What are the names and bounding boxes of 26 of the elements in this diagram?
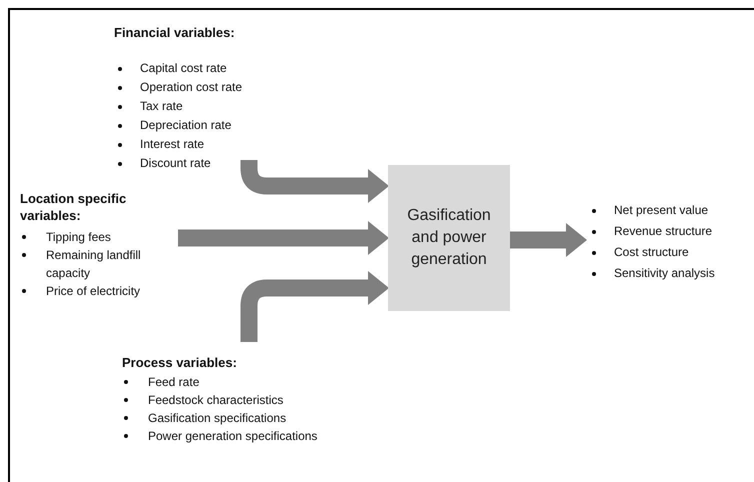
block-arrow <box>240 160 389 203</box>
block-arrow <box>240 271 389 342</box>
bullet-item: Operation cost rate <box>140 80 242 94</box>
block-arrow <box>510 223 587 257</box>
bullet-item: Feed rate <box>148 375 200 389</box>
bullet-item: Interest rate <box>140 137 204 151</box>
bullet-item: Tipping fees <box>46 230 111 244</box>
section-heading: Location specific variables: <box>20 190 128 224</box>
bullet-item: Cost structure <box>614 245 689 259</box>
bullet-item: Depreciation rate <box>140 118 232 132</box>
bullet-item: Sensitivity analysis <box>614 266 715 280</box>
bullet-item: Discount rate <box>140 156 211 170</box>
section-heading: Financial variables: <box>114 24 236 41</box>
bullet-item: Tax rate <box>140 99 183 113</box>
bullet-item: Capital cost rate <box>140 61 227 75</box>
box-label: Gasification and power generation <box>406 206 492 270</box>
bullet-item: Price of electricity <box>46 284 140 298</box>
bullet-item: Remaining landfill capacity <box>46 248 141 280</box>
bullet-item: Power generation specifications <box>148 429 318 443</box>
bullet-item: Feedstock characteristics <box>148 393 284 407</box>
bullet-item: Revenue structure <box>614 224 712 238</box>
process-box <box>388 165 510 311</box>
block-arrow <box>178 221 389 255</box>
bullet-item: Net present value <box>614 203 708 217</box>
section-heading: Process variables: <box>122 354 238 371</box>
bullet-item: Gasification specifications <box>148 411 286 425</box>
